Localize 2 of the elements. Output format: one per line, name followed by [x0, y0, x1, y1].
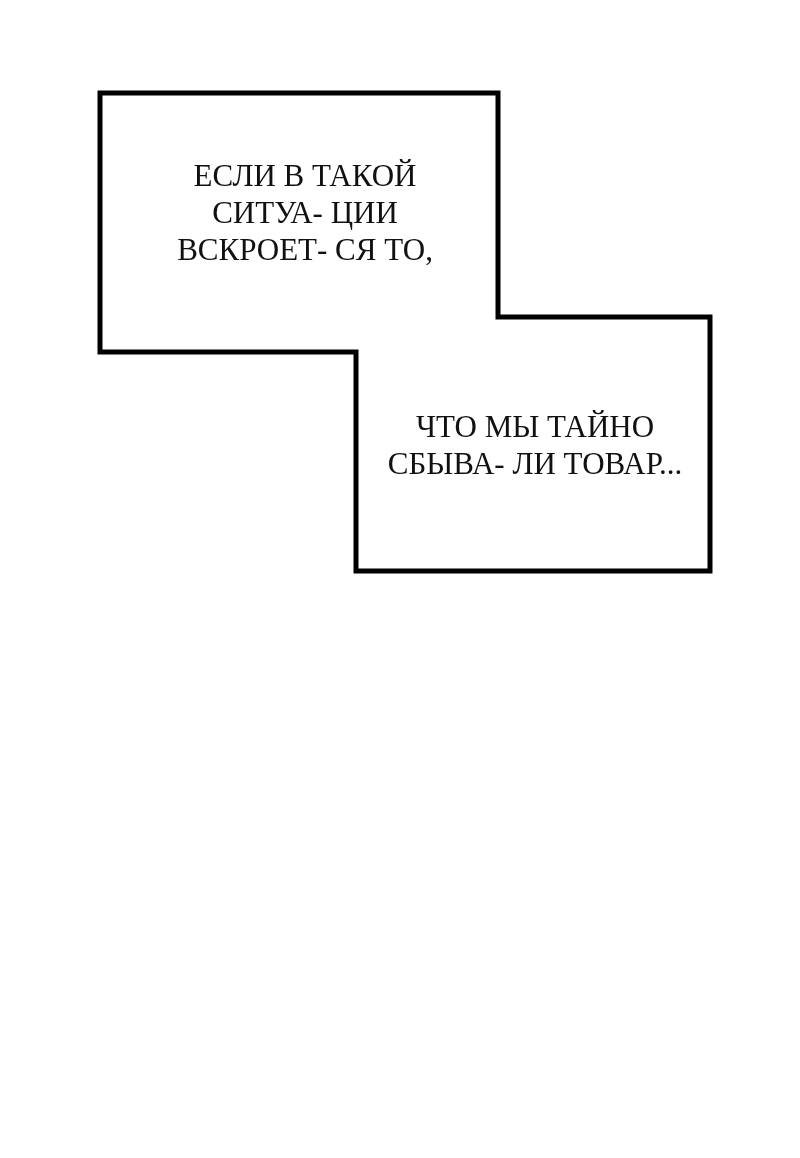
- caption-text: ЧТО МЫ ТАЙНО СБЫВА- ЛИ ТОВАР...: [386, 408, 684, 482]
- caption-text: ЕСЛИ В ТАКОЙ СИТУА- ЦИИ ВСКРОЕТ- СЯ ТО,: [176, 157, 434, 268]
